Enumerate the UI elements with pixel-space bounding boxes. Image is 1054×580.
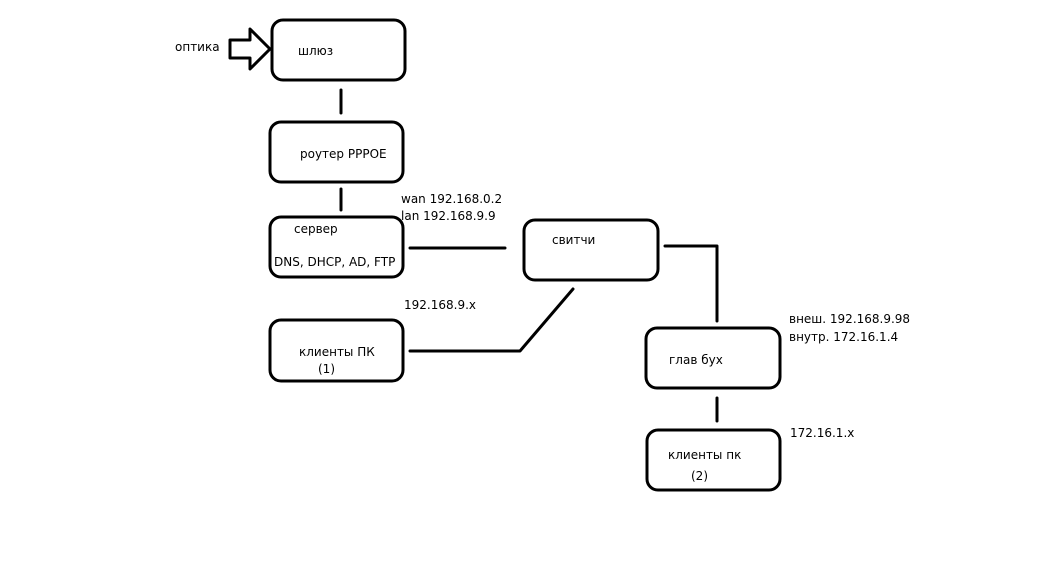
- server-services-label: DNS, DHCP, AD, FTP: [274, 255, 396, 269]
- clients1-tag: (1): [318, 362, 335, 376]
- clients2-tag: (2): [691, 469, 708, 483]
- chief-accountant-box: [644, 326, 782, 390]
- clients2-label: клиенты пк: [668, 448, 742, 462]
- server-wan-annotation: wan 192.168.0.2: [401, 192, 503, 206]
- switches-label: свитчи: [552, 233, 596, 247]
- clients1-label: клиенты ПК: [299, 345, 375, 359]
- clients2-box: [645, 428, 782, 492]
- router-label: роутер PPPOE: [300, 147, 387, 161]
- router-box: [268, 120, 405, 184]
- clients1-box: [268, 318, 405, 383]
- optic-label: оптика: [175, 40, 220, 54]
- gateway-label: шлюз: [298, 44, 334, 58]
- subnet1-annotation: 192.168.9.x: [404, 298, 476, 312]
- chief-internal-annotation: внутр. 172.16.1.4: [789, 330, 899, 344]
- optic-arrow-icon: [228, 27, 272, 71]
- server-label: сервер: [294, 222, 338, 236]
- server-box: [268, 215, 405, 279]
- chief-external-annotation: внеш. 192.168.9.98: [789, 312, 911, 326]
- chief-accountant-label: глав бух: [669, 353, 723, 367]
- link-switches-clients1: [408, 287, 575, 353]
- switches-box: [522, 218, 660, 282]
- subnet2-annotation: 172.16.1.x: [790, 426, 855, 440]
- server-lan-annotation: lan 192.168.9.9: [401, 209, 496, 223]
- link-switches-chief: [663, 244, 719, 323]
- gateway-box: [270, 18, 407, 82]
